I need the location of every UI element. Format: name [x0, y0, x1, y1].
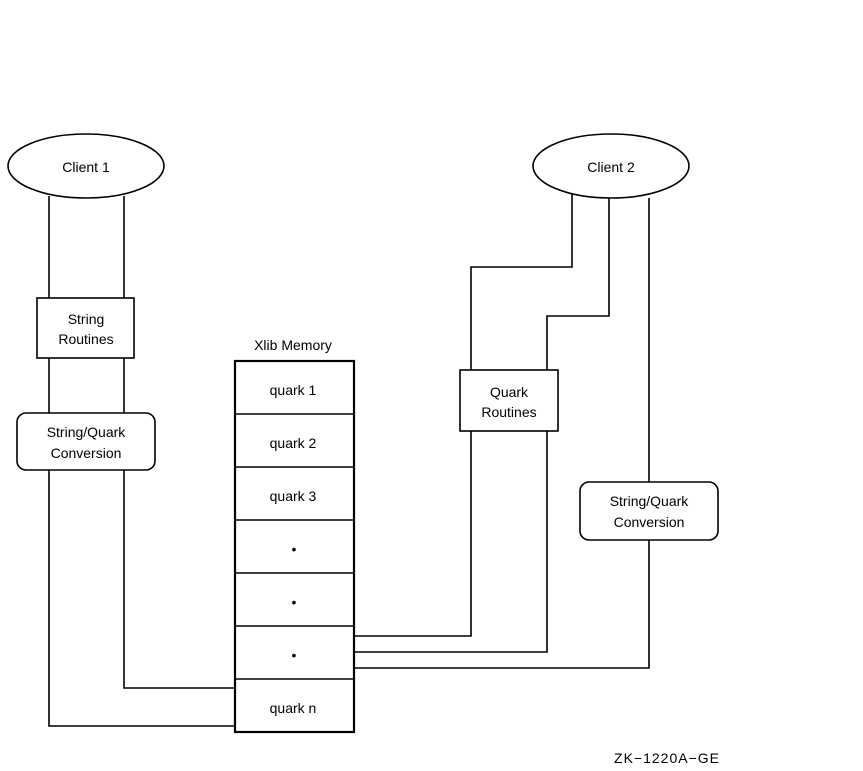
- memory-cell-6-ellipsis: •: [292, 647, 297, 663]
- string-routines-box: String Routines: [36, 297, 135, 359]
- memory-cell-n: quark n: [270, 700, 317, 716]
- conversion-left-line1: String/Quark: [47, 424, 127, 440]
- quark-routines-line2: Routines: [481, 404, 536, 420]
- client2-node: Client 2: [532, 133, 690, 199]
- conversion-right-line2: Conversion: [614, 514, 685, 530]
- conversion-right-box: String/Quark Conversion: [579, 481, 719, 541]
- memory-cell-2: quark 2: [270, 435, 317, 451]
- client1-label: Client 1: [62, 159, 110, 175]
- conversion-left-box: String/Quark Conversion: [16, 412, 156, 471]
- xlib-memory-block: quark 1 quark 2 quark 3 • • • quark n: [233, 359, 356, 734]
- memory-cell-5-ellipsis: •: [292, 594, 297, 610]
- string-routines-line2: Routines: [58, 331, 113, 347]
- conversion-left-line2: Conversion: [51, 445, 122, 461]
- memory-title: Xlib Memory: [254, 337, 332, 353]
- client2-label: Client 2: [587, 159, 635, 175]
- string-routines-line1: String: [68, 311, 105, 327]
- client1-connectors: [48, 196, 235, 727]
- figure-id: ZK−1220A−GE: [614, 750, 720, 766]
- memory-cell-4-ellipsis: •: [292, 541, 297, 557]
- quark-routines-line1: Quark: [490, 384, 529, 400]
- memory-cell-1: quark 1: [270, 382, 317, 398]
- memory-cell-3: quark 3: [270, 488, 317, 504]
- client1-node: Client 1: [7, 133, 165, 199]
- quark-routines-box: Quark Routines: [459, 369, 559, 432]
- client2-connectors: [354, 194, 650, 669]
- conversion-right-line1: String/Quark: [610, 493, 690, 509]
